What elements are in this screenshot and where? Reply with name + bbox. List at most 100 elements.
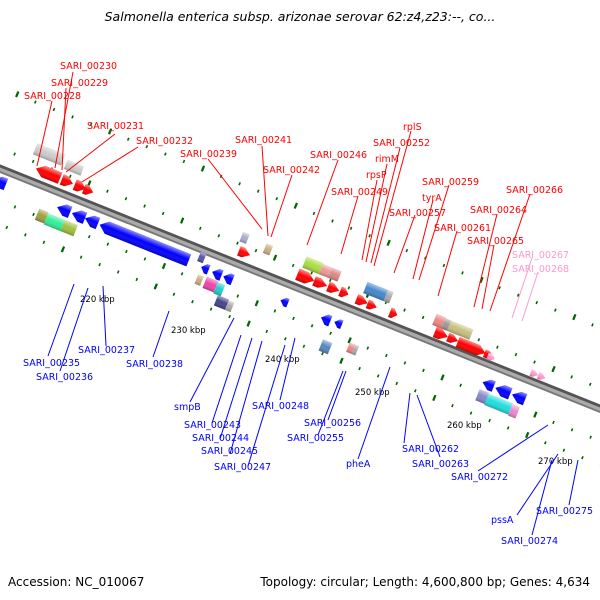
gene-label-sari_00229[interactable]: SARI_00229 bbox=[51, 78, 108, 89]
gene-label-sari_00261[interactable]: SARI_00261 bbox=[434, 223, 491, 234]
feature-box-shade bbox=[202, 276, 219, 293]
gene-arrow-shade bbox=[388, 307, 398, 319]
feature-box-shade bbox=[197, 251, 207, 264]
scale-tick-major bbox=[293, 202, 298, 209]
scale-tick bbox=[329, 331, 332, 335]
gene-label-sari_00231[interactable]: SARI_00231 bbox=[87, 121, 144, 132]
scale-tick bbox=[570, 428, 574, 432]
feature-box-shade bbox=[43, 213, 65, 232]
gene-label-sari_00256[interactable]: SARI_00256 bbox=[304, 418, 361, 429]
gene-label-sari_00247[interactable]: SARI_00247 bbox=[214, 462, 271, 473]
gene-label-rpsp[interactable]: rpsP bbox=[366, 170, 387, 181]
gene-label-sari_00263[interactable]: SARI_00263 bbox=[412, 459, 469, 470]
gene-label-sari_00268[interactable]: SARI_00268 bbox=[512, 264, 569, 275]
feature-box-shade bbox=[484, 393, 513, 415]
feature-box-shade bbox=[224, 300, 235, 313]
gene-arrow-shade bbox=[536, 372, 546, 380]
gene-label-sari_00242[interactable]: SARI_00242 bbox=[263, 165, 320, 176]
gene-label-sari_00245[interactable]: SARI_00245 bbox=[201, 446, 258, 457]
gene-label-sari_00246[interactable]: SARI_00246 bbox=[310, 150, 367, 161]
scale-tick bbox=[358, 366, 361, 371]
feature-box-shade bbox=[213, 295, 230, 310]
scale-tick bbox=[310, 271, 313, 275]
scale-tick-major bbox=[200, 165, 206, 172]
gene-label-sari_00257[interactable]: SARI_00257 bbox=[389, 208, 446, 219]
scale-tick bbox=[581, 455, 584, 460]
gene-label-sari_00274[interactable]: SARI_00274 bbox=[501, 536, 558, 547]
feature-box-shade bbox=[239, 232, 250, 244]
gene-label-smpb[interactable]: smpB bbox=[174, 402, 201, 413]
scale-tick bbox=[265, 329, 269, 334]
scale-tick bbox=[79, 255, 83, 259]
gene-label-sari_00252[interactable]: SARI_00252 bbox=[373, 138, 430, 149]
scale-tick bbox=[514, 352, 518, 357]
gene-label-pssa[interactable]: pssA bbox=[491, 515, 514, 526]
gene-features[interactable] bbox=[0, 133, 556, 433]
scale-tick-major bbox=[153, 283, 158, 290]
scale-tick bbox=[552, 420, 555, 425]
gene-label-sari_00228[interactable]: SARI_00228 bbox=[24, 91, 81, 102]
scale-tick-major bbox=[440, 374, 445, 381]
map-title: Salmonella enterica subsp. arizonae sero… bbox=[104, 9, 496, 24]
gene-arrow-shade bbox=[0, 176, 9, 191]
gene-label-rpls[interactable]: rplS bbox=[403, 122, 422, 133]
scale-tick bbox=[496, 345, 499, 349]
scale-tick bbox=[13, 205, 17, 209]
gene-label-sari_00262[interactable]: SARI_00262 bbox=[402, 444, 459, 455]
gene-label-sari_00259[interactable]: SARI_00259 bbox=[422, 177, 479, 188]
gene-label-sari_00236[interactable]: SARI_00236 bbox=[36, 372, 93, 383]
scale-tick bbox=[544, 441, 547, 445]
scale-tick bbox=[236, 294, 240, 298]
gene-arrow-shade bbox=[446, 332, 459, 343]
scale-tick-major bbox=[339, 357, 344, 364]
scale-tick bbox=[488, 418, 491, 423]
gene-label-sari_00275[interactable]: SARI_00275 bbox=[536, 506, 593, 517]
scale-tick bbox=[516, 293, 520, 297]
gene-label-rimm[interactable]: rimM bbox=[375, 154, 399, 165]
gene-label-sari_00243[interactable]: SARI_00243 bbox=[184, 420, 241, 431]
scale-tick-major bbox=[107, 128, 113, 135]
scale-tick bbox=[145, 144, 149, 149]
gene-arrow-shade bbox=[295, 268, 315, 284]
gene-label-phea[interactable]: pheA bbox=[346, 459, 371, 470]
gene-arrow-shade bbox=[320, 314, 333, 327]
accession-text: Accession: NC_010067 bbox=[8, 575, 145, 589]
gene-arrow-shade bbox=[455, 336, 486, 356]
gene-label-sari_00248[interactable]: SARI_00248 bbox=[252, 401, 309, 412]
gene-label-sari_00249[interactable]: SARI_00249 bbox=[331, 187, 388, 198]
gene-label-sari_00264[interactable]: SARI_00264 bbox=[470, 205, 527, 216]
gene-label-sari_00266[interactable]: SARI_00266 bbox=[506, 185, 563, 196]
scale-tick bbox=[24, 233, 27, 237]
gene-label-sari_00241[interactable]: SARI_00241 bbox=[235, 135, 292, 146]
gene-label-sari_00239[interactable]: SARI_00239 bbox=[180, 149, 237, 160]
scale-tick bbox=[395, 381, 399, 386]
scale-tick bbox=[13, 152, 16, 156]
scale-tick bbox=[217, 234, 221, 238]
scale-tick bbox=[422, 368, 425, 373]
gene-arrow-shade bbox=[99, 221, 192, 267]
gene-label-tyra[interactable]: tyrA bbox=[422, 193, 442, 204]
gene-label-sari_00244[interactable]: SARI_00244 bbox=[192, 433, 249, 444]
scale-tick bbox=[403, 361, 407, 365]
gene-label-sari_00238[interactable]: SARI_00238 bbox=[126, 359, 183, 370]
scale-tick bbox=[451, 403, 454, 408]
scale-tick-major bbox=[572, 313, 577, 321]
feature-box-shade bbox=[363, 281, 389, 302]
gene-label-sari_00255[interactable]: SARI_00255 bbox=[287, 433, 344, 444]
gene-label-sari_00272[interactable]: SARI_00272 bbox=[451, 472, 508, 483]
gene-label-sari_00235[interactable]: SARI_00235 bbox=[23, 358, 80, 369]
gene-label-sari_00267[interactable]: SARI_00267 bbox=[512, 250, 569, 261]
gene-arrow-shade bbox=[237, 246, 251, 258]
gene-label-sari_00265[interactable]: SARI_00265 bbox=[467, 236, 524, 247]
scale-label-220: 220 kbp bbox=[80, 295, 115, 305]
feature-box-shade bbox=[507, 404, 520, 419]
scale-tick bbox=[284, 337, 287, 341]
scale-tick bbox=[385, 353, 388, 358]
gene-label-sari_00230[interactable]: SARI_00230 bbox=[60, 61, 117, 72]
scale-tick bbox=[321, 351, 324, 356]
scale-tick bbox=[52, 107, 56, 112]
scale-tick bbox=[292, 316, 295, 321]
gene-label-sari_00237[interactable]: SARI_00237 bbox=[78, 345, 135, 356]
gene-label-sari_00232[interactable]: SARI_00232 bbox=[136, 136, 193, 147]
